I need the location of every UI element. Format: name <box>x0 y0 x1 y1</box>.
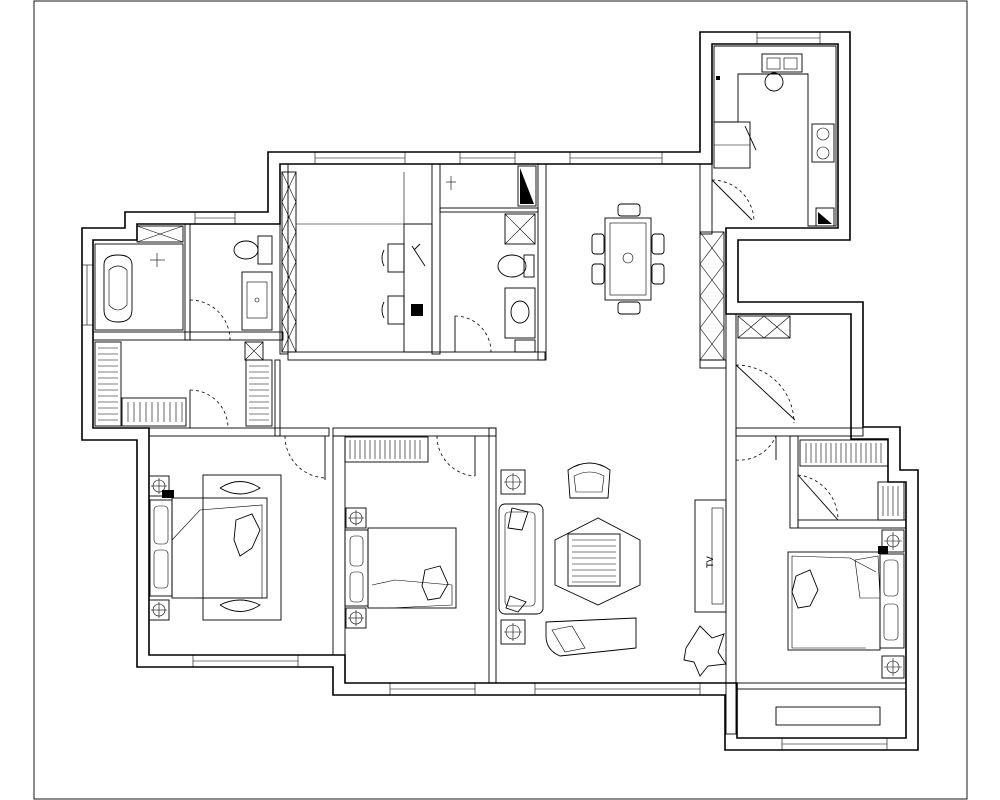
bathroom-master <box>94 225 273 361</box>
kitchen-sink <box>761 53 803 73</box>
nightstand <box>148 475 170 497</box>
bookshelf <box>281 171 297 353</box>
carpet <box>554 517 641 606</box>
bathtub <box>103 254 133 323</box>
pillow <box>153 505 169 545</box>
lamp-icon <box>411 243 426 267</box>
computer-icon <box>411 304 423 316</box>
dining-set <box>591 203 665 315</box>
nightstand <box>148 599 170 621</box>
wardrobe <box>799 439 889 467</box>
wardrobe <box>344 436 429 463</box>
armchair <box>567 462 611 499</box>
nightstand <box>881 655 905 679</box>
sofa <box>498 503 544 615</box>
toilet-icon <box>497 254 527 278</box>
headboard <box>149 499 173 597</box>
stove-icon <box>811 123 835 163</box>
wardrobe-right <box>245 359 273 427</box>
coffee-table <box>567 533 621 587</box>
chair-icon <box>387 295 405 325</box>
doors <box>189 179 839 521</box>
cabinets-corridor <box>699 231 791 361</box>
living-room: TV <box>498 462 727 677</box>
dining-chairs <box>591 203 665 315</box>
tv-cabinet <box>694 499 727 613</box>
bathtub-enclosure <box>94 243 184 331</box>
windows <box>81 31 888 751</box>
bed-middle <box>367 527 457 609</box>
nightstand <box>345 507 367 529</box>
wardrobe-left <box>94 341 122 427</box>
bedroom-right <box>775 439 905 726</box>
headboard <box>879 553 905 649</box>
sofa-bottom <box>545 617 637 657</box>
sink-cabinet <box>241 271 273 331</box>
headboard <box>344 529 369 607</box>
rug <box>202 474 282 621</box>
drawing-frame <box>33 0 968 800</box>
bed-left <box>171 497 268 599</box>
cushion <box>791 569 819 609</box>
cushion <box>233 513 261 557</box>
study <box>281 171 433 353</box>
dining-table <box>604 217 652 301</box>
kitchen <box>713 45 837 227</box>
desk <box>403 223 433 353</box>
cushion <box>421 565 449 601</box>
plant-icon <box>683 625 727 677</box>
exterior-walls <box>81 31 919 751</box>
tv-label: TV <box>706 555 716 568</box>
nightstand <box>345 607 367 629</box>
bedroom-middle <box>344 436 457 629</box>
bathroom-second <box>446 165 537 353</box>
wardrobe-bottom <box>121 397 187 427</box>
bay-window-seat <box>775 706 881 726</box>
shower-icon <box>504 213 536 245</box>
nightstand <box>881 529 905 553</box>
pillow <box>153 549 169 589</box>
side-table <box>500 619 526 645</box>
vanity-top <box>136 225 184 243</box>
side-table <box>500 469 526 495</box>
toilet-icon <box>233 240 259 260</box>
chair-icon <box>387 243 405 273</box>
washbasin <box>504 287 536 339</box>
interior-walls <box>92 163 907 735</box>
walk-in-closet <box>94 341 273 427</box>
bedroom-left <box>148 474 282 621</box>
